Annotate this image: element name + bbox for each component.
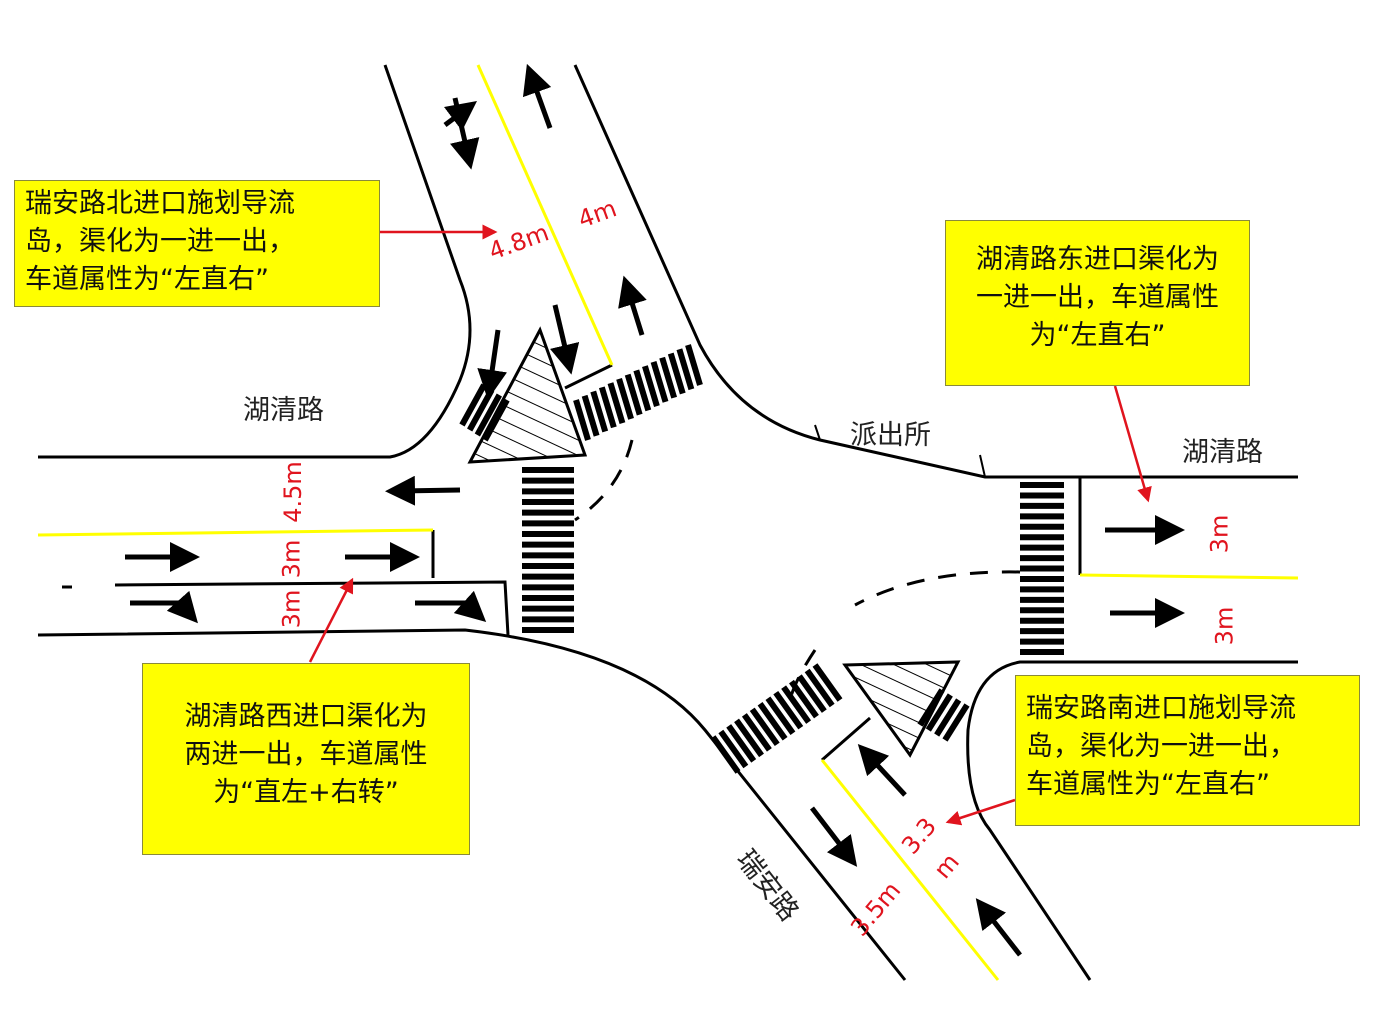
crosswalk-stripe — [676, 348, 695, 391]
west-south-edge — [37, 628, 907, 981]
crosswalk-stripe — [659, 356, 678, 399]
crosswalk-stripe — [925, 693, 953, 732]
north-west-edge — [38, 64, 472, 459]
crosswalk-stripe — [650, 361, 669, 403]
crosswalk — [522, 467, 574, 633]
crosswalk-stripe — [765, 696, 796, 735]
crosswalk-stripe — [804, 668, 835, 708]
crosswalk-stripe — [573, 399, 591, 441]
crosswalk-stripe — [934, 698, 962, 737]
crosswalk — [917, 688, 970, 742]
dim-west-in2: 3m — [277, 589, 306, 629]
crosswalk-stripe — [624, 373, 643, 416]
road-edges — [37, 64, 1298, 981]
east-south-edge — [966, 660, 1298, 981]
dim-west-out: 4.5m — [278, 461, 307, 523]
crosswalk-stripe — [734, 718, 764, 758]
crosswalk-stripe — [598, 386, 617, 429]
crosswalk-stripe — [581, 394, 600, 437]
crosswalk-stripe — [796, 674, 827, 713]
crosswalk — [1020, 482, 1064, 655]
crosswalk-stripe — [812, 663, 843, 702]
crosswalk-stripe — [942, 703, 970, 742]
crosswalk-stripe — [667, 352, 686, 395]
callout-east: 湖清路东进口渠化为一进一出，车道属性为“左直右” — [945, 220, 1250, 386]
guide-curves — [574, 439, 1021, 701]
crosswalk-stripe — [726, 724, 757, 763]
crosswalk-stripe — [607, 382, 626, 424]
crosswalks — [459, 344, 1064, 774]
crosswalk-stripe — [718, 729, 749, 769]
police-station-label: 派出所 — [850, 420, 931, 451]
south-island — [842, 660, 961, 758]
dim-east-out: 3m — [1210, 606, 1239, 646]
lane-dividers — [37, 64, 1299, 981]
callout-north: 瑞安路北进口施划导流岛，渠化为一进一出，车道属性为“左直右” — [14, 180, 380, 307]
crosswalk-stripe — [590, 390, 609, 433]
lane-arrows — [125, 63, 1185, 957]
west-stopbars — [114, 530, 510, 636]
north-stopbar — [564, 363, 613, 390]
crosswalk — [573, 344, 703, 441]
crosswalk-stripe — [917, 688, 945, 727]
callout-pointers — [308, 224, 1152, 826]
crosswalk — [710, 663, 843, 774]
crosswalk-stripe — [685, 344, 703, 386]
crosswalk-stripe — [773, 690, 804, 730]
road-label-east: 湖清路 — [1182, 437, 1263, 468]
crosswalk-stripe — [757, 702, 788, 741]
crosswalk-stripe — [616, 377, 634, 420]
crosswalk-stripe — [642, 365, 660, 408]
crosswalk-stripe — [482, 398, 510, 442]
dim-west-in1: 3m — [277, 539, 306, 579]
south-stopbar — [821, 716, 871, 762]
crosswalk-stripe — [741, 713, 772, 752]
crosswalk-stripe — [749, 707, 780, 747]
callout-south: 瑞安路南进口施划导流岛，渠化为一进一出，车道属性为“左直右” — [1015, 675, 1360, 826]
crosswalk-stripe — [789, 679, 819, 719]
callout-west: 湖清路西进口渠化为两进一出，车道属性为“直左+右转” — [142, 663, 470, 855]
dim-east-in: 3m — [1205, 514, 1234, 554]
crosswalk-stripe — [474, 393, 502, 437]
crosswalk-stripe — [710, 735, 741, 774]
crosswalk-stripe — [633, 369, 652, 412]
road-label-west: 湖清路 — [243, 395, 324, 426]
crosswalk-stripe — [781, 685, 812, 724]
